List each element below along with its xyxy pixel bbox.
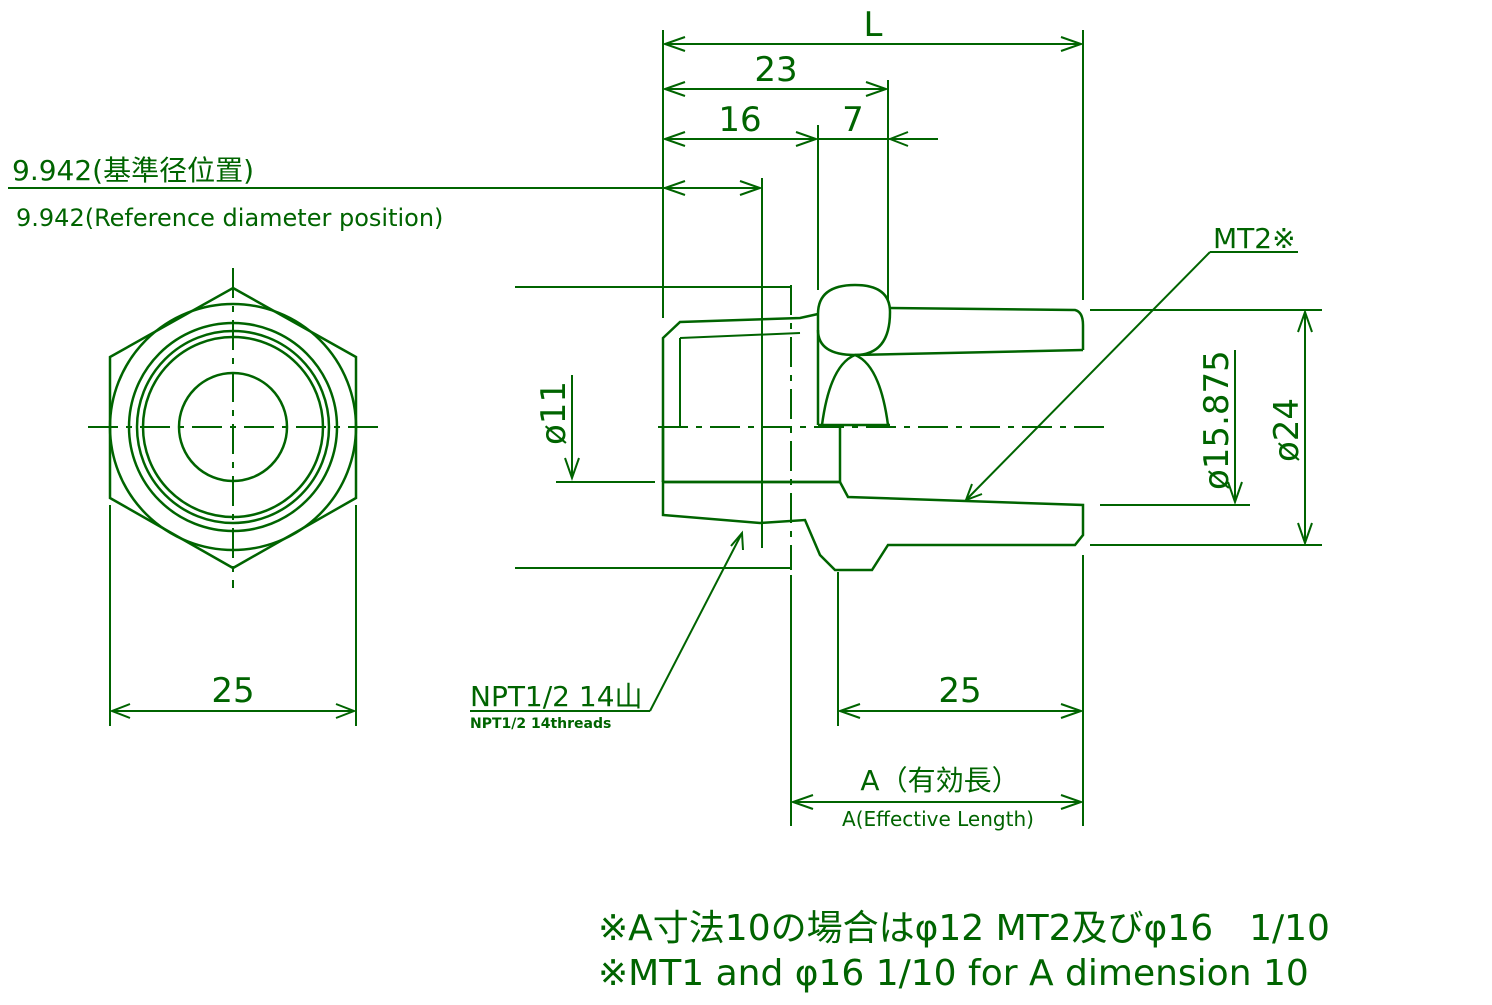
body-25-label: 25 (938, 671, 981, 711)
body-upper-outline (889, 306, 1085, 350)
a-label-en: A(Effective Length) (842, 807, 1034, 831)
hex-width-label: 25 (211, 671, 254, 711)
phi24-label: ø24 (1267, 398, 1307, 462)
ref-label-en: 9.942(Reference diameter position) (16, 204, 443, 232)
npt-label-jp: NPT1/2 14山 (470, 680, 643, 713)
groove-ball (816, 283, 892, 357)
note-en: ※MT1 and φ16 1/10 for A dimension 10 (598, 953, 1309, 994)
dim-16-label: 16 (718, 100, 761, 140)
dim-7-label: 7 (842, 100, 864, 140)
npt-label-en: NPT1/2 14threads (470, 716, 611, 732)
mt2-leader (965, 251, 1211, 501)
dim-23-label: 23 (754, 50, 797, 90)
phi11-label: ø11 (534, 381, 574, 445)
npt-leader (649, 532, 743, 712)
npt-thread-outline (661, 312, 819, 482)
end-view: 25 (88, 268, 378, 726)
note-jp: ※A寸法10の場合はφ12 MT2及びφ16 1/10 (598, 908, 1330, 949)
section-hatch (661, 480, 1085, 572)
a-label-jp: A（有効長） (860, 764, 1019, 797)
mt2-label: MT2※ (1213, 222, 1296, 255)
phi15875-label: ø15.875 (1197, 350, 1237, 490)
side-view (515, 30, 1105, 572)
groove-lower (820, 353, 890, 426)
L-label: L (864, 5, 883, 45)
ref-label-jp: 9.942(基準径位置) (12, 154, 254, 187)
